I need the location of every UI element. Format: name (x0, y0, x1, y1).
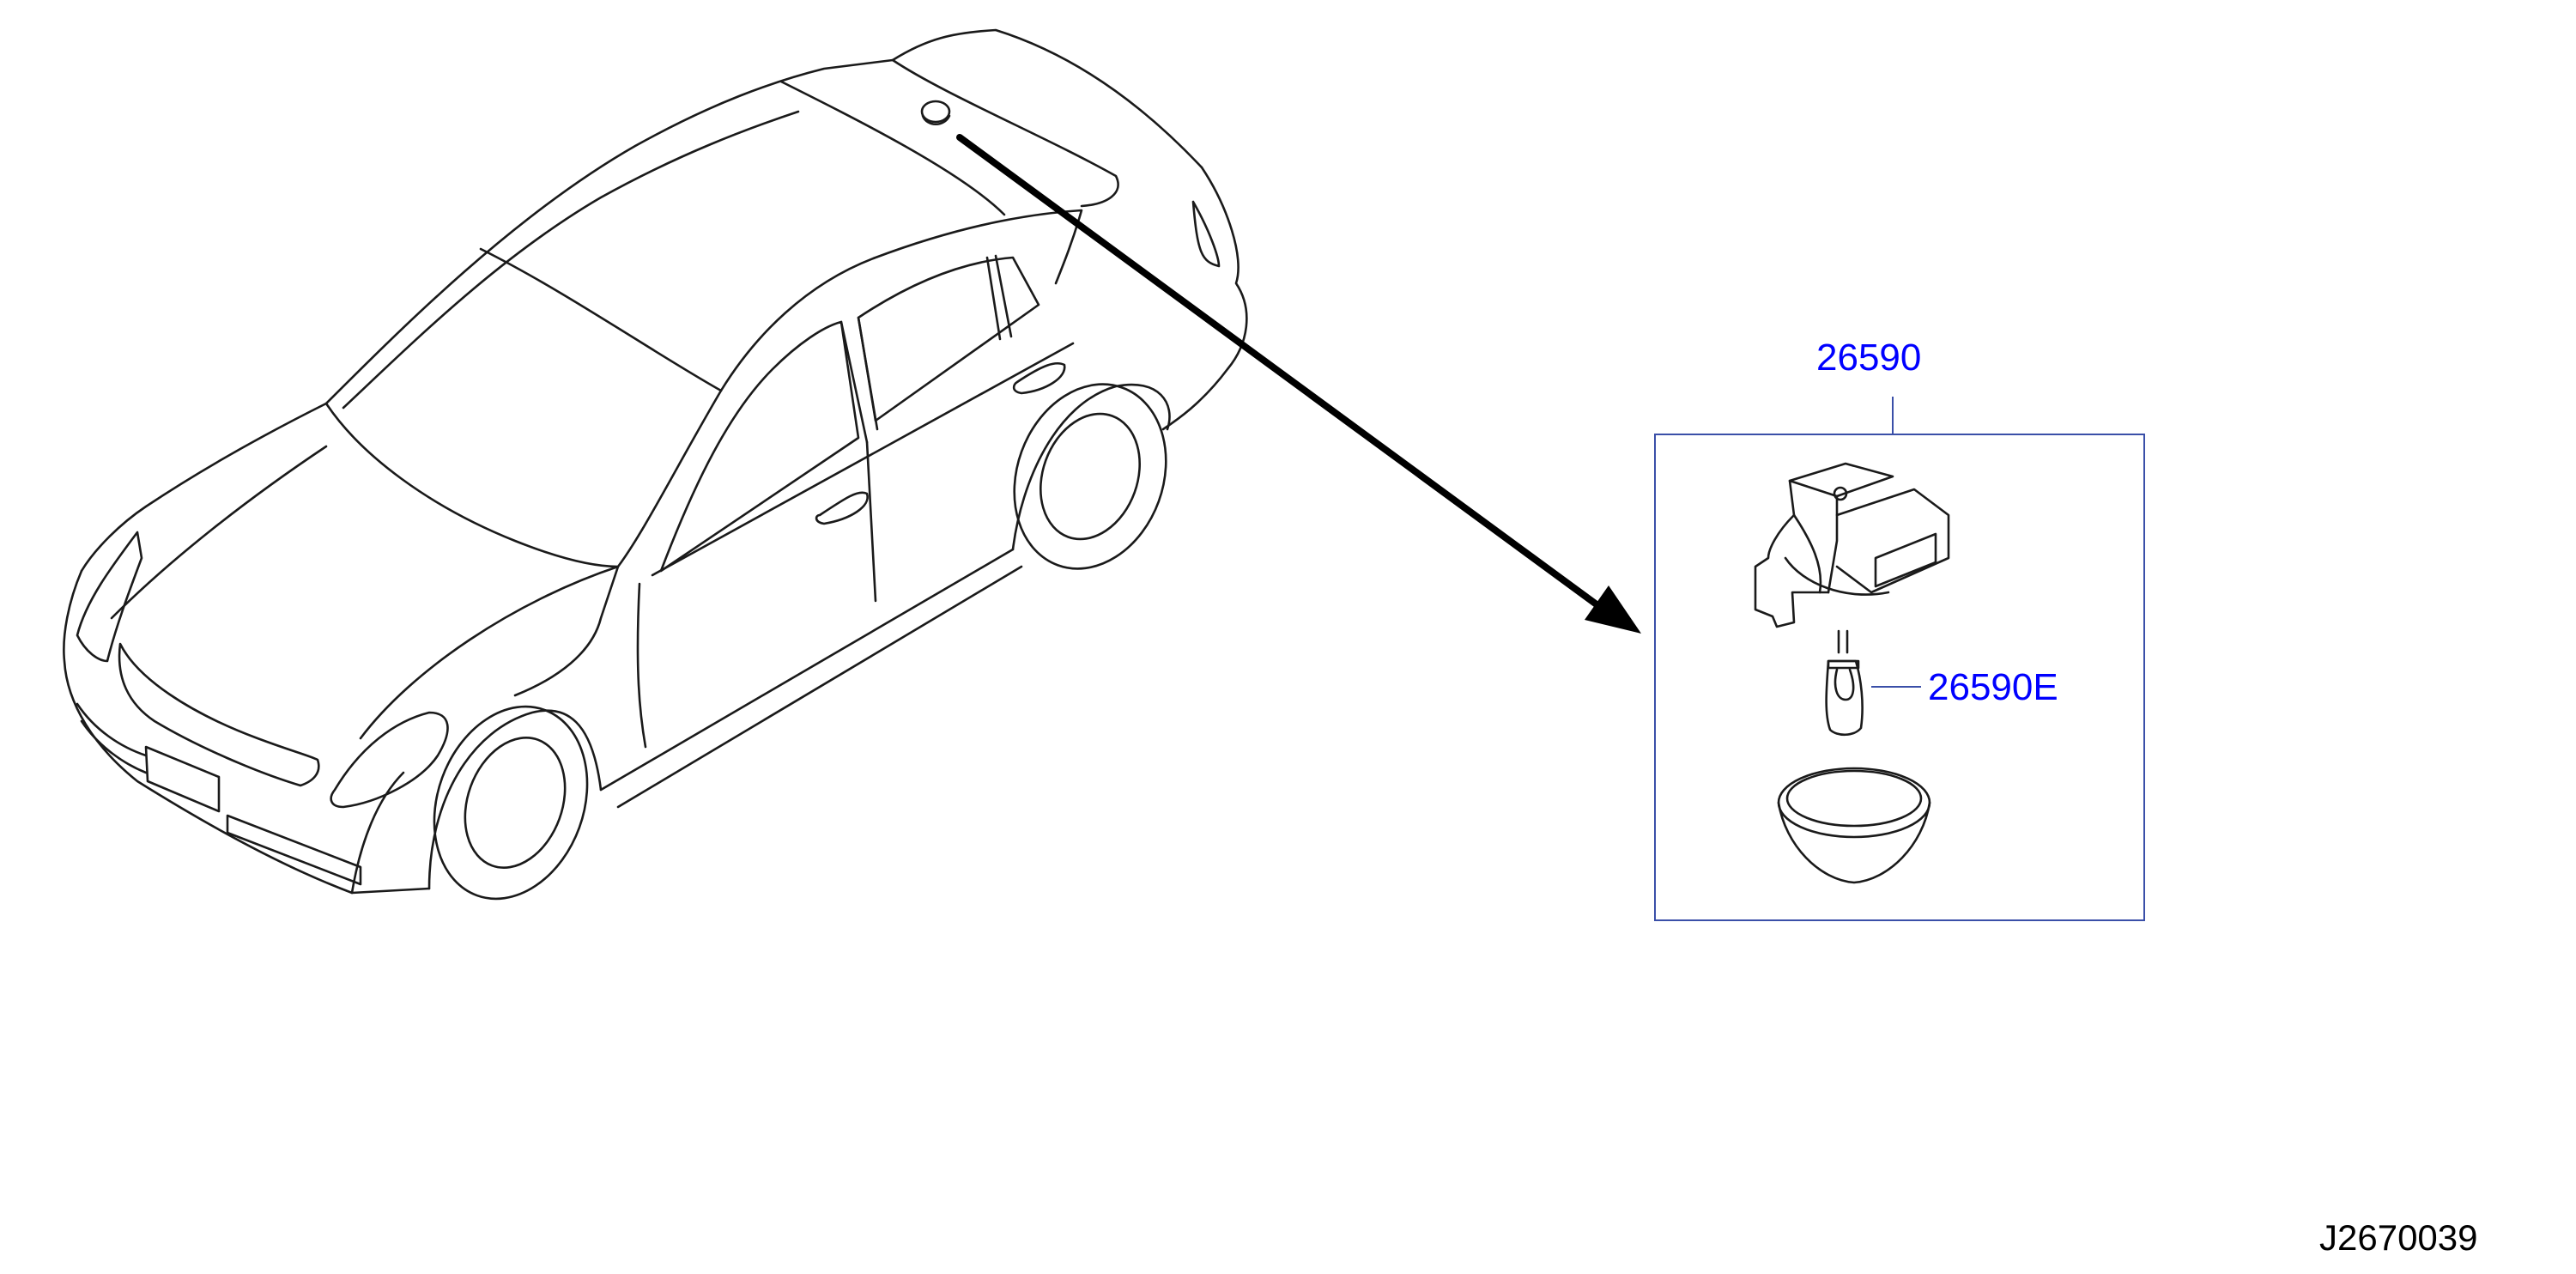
car-rear-window (479, 247, 723, 392)
car-b-pillar (839, 316, 879, 444)
bulb-drawing (1825, 629, 1864, 737)
car-foglight-strip (226, 814, 362, 886)
car-front-wheel-arch (427, 709, 603, 890)
bulb-glass (1825, 659, 1864, 737)
car-bumper-line-2 (80, 719, 148, 774)
car-rear-quarter (1161, 166, 1248, 431)
car-license-plate (144, 745, 221, 813)
arrow-shaft (956, 134, 1607, 613)
car-illustration (63, 28, 1248, 901)
arrow-head (1585, 585, 1641, 634)
lens-cover-drawing (1777, 767, 1931, 884)
car-rear-door-window (857, 256, 1040, 422)
car-front-door-window (659, 320, 860, 573)
car-rocker (599, 548, 1015, 792)
car-rear-tire (1013, 383, 1167, 570)
lamp-housing-hole (1833, 486, 1848, 501)
car-bumper-line-1 (76, 702, 148, 757)
car-c-pillar (985, 254, 1013, 341)
car-hood-left (80, 402, 328, 573)
car-front-lower (350, 771, 405, 895)
car-a-pillar (513, 565, 620, 697)
car-hood-line (359, 565, 620, 740)
lamp-connector-slot (1874, 532, 1937, 588)
car-roof-lamp-base (921, 114, 951, 126)
lamp-housing-front (1827, 494, 1839, 594)
diagram-id: J2670039 (2319, 1217, 2478, 1258)
lamp-housing-drawing (1754, 462, 1950, 628)
car-headlight-left (76, 531, 143, 663)
lamp-housing-base (1784, 556, 1890, 596)
callout-box (1654, 434, 2145, 921)
car-trunk-lid (891, 58, 1119, 208)
car-rear-rim (1039, 412, 1141, 541)
lamp-housing-left (1754, 479, 1830, 628)
car-roof-lamp-marker (920, 100, 951, 124)
car-roof-rear (779, 80, 1006, 216)
location-arrow (956, 134, 1641, 634)
car-door-handle-rear (1012, 361, 1066, 395)
car-front-outline (63, 569, 431, 895)
car-door-handle-front (815, 491, 869, 525)
bulb-wires (1837, 629, 1849, 654)
car-side-window-top (719, 209, 1083, 392)
bulb-filament (1834, 668, 1855, 701)
car-rocker-lower (616, 565, 1023, 809)
lamp-connector-block (1835, 488, 1950, 594)
car-headlight-right (330, 711, 449, 809)
part-number-26590e[interactable]: 26590E (1928, 666, 2058, 708)
bulb-base (1827, 659, 1860, 670)
car-body-lower-rear (1011, 383, 1171, 551)
car-roof-inner (342, 110, 800, 410)
car-front-rim (464, 737, 567, 869)
car-tail-light (1191, 200, 1221, 268)
part-number-26590[interactable]: 26590 (1816, 337, 1922, 379)
lens-cover-rim-inner (1785, 769, 1923, 828)
car-roof-outline (324, 28, 1203, 405)
lamp-housing-body (1788, 462, 1894, 498)
lens-cover-dome (1777, 801, 1931, 884)
car-windshield (324, 389, 723, 568)
car-door-line-rear (865, 440, 877, 603)
car-beltline (651, 342, 1075, 577)
lamp-housing-curve (1792, 513, 1822, 594)
car-hood-front (110, 445, 328, 620)
car-grille (118, 642, 320, 787)
car-door-line-front (636, 582, 647, 749)
